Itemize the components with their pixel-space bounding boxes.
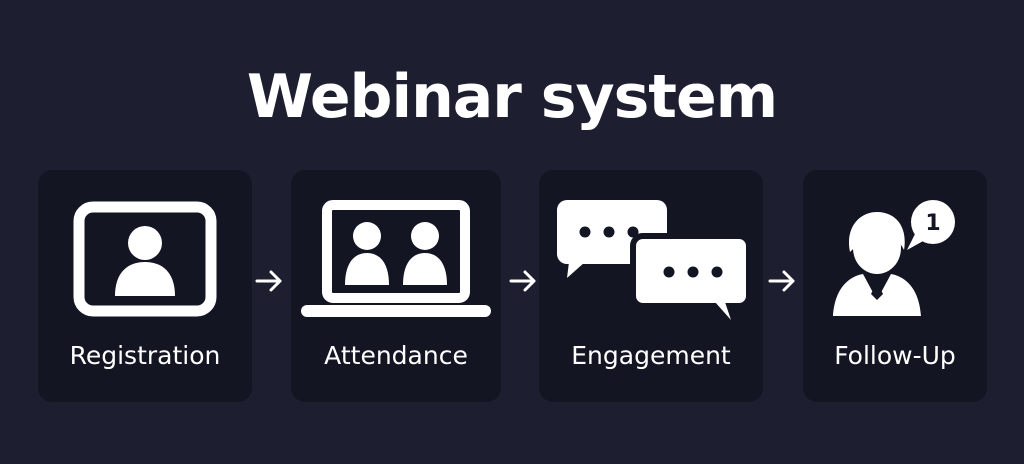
arrow-right-icon <box>255 270 282 292</box>
step-label-follow-up: Follow-Up <box>834 341 956 370</box>
step-registration: Registration <box>38 170 252 402</box>
step-engagement: Engagement <box>539 170 763 402</box>
notification-count: 1 <box>925 211 940 236</box>
diagram-title: Webinar system <box>246 62 778 132</box>
step-attendance: Attendance <box>291 170 501 402</box>
step-label-registration: Registration <box>69 341 221 370</box>
user-screen-icon <box>73 201 217 317</box>
arrow-right-icon <box>509 270 536 292</box>
arrow-right-icon <box>768 270 795 292</box>
person-notification-icon: 1 <box>833 200 955 316</box>
laptop-group-icon <box>301 200 491 317</box>
step-label-attendance: Attendance <box>324 341 468 370</box>
chat-bubbles-icon <box>557 200 752 320</box>
step-follow-up: 1 Follow-Up <box>803 170 987 402</box>
step-label-engagement: Engagement <box>571 341 731 370</box>
